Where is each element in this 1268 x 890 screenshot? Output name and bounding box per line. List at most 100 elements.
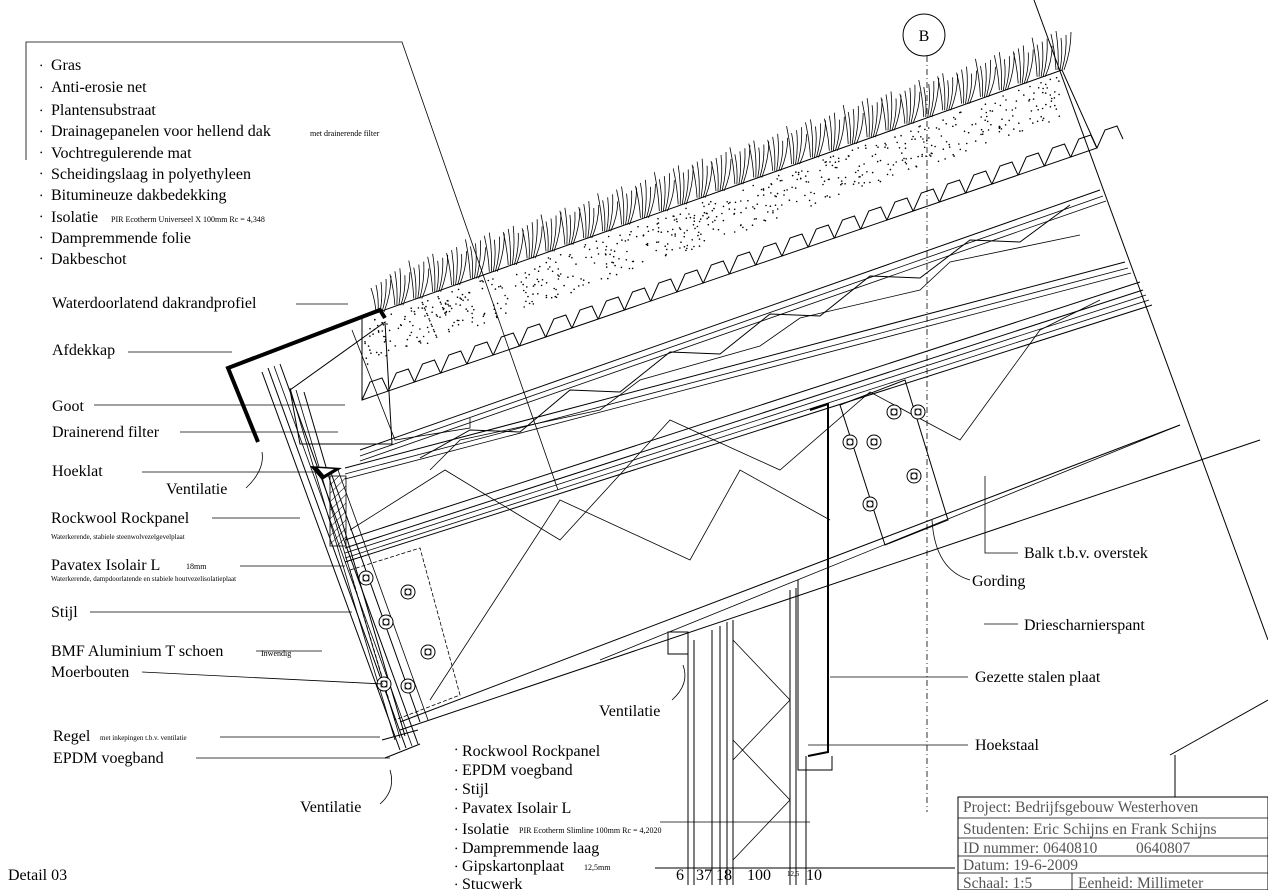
roof-layer-list: • Gras • Anti-erosie net • Plantensubstraat… bbox=[40, 57, 380, 268]
svg-text:Drainagepanelen voor hellend d: Drainagepanelen voor hellend dak bbox=[51, 123, 271, 140]
svg-text:EPDM voegband: EPDM voegband bbox=[462, 762, 573, 779]
svg-text:•: • bbox=[40, 213, 43, 221]
label-epdm: EPDM voegband bbox=[53, 750, 164, 767]
svg-text:Anti-erosie net: Anti-erosie net bbox=[51, 79, 147, 96]
layer-item: •EPDM voegband bbox=[455, 762, 573, 779]
grass-tuft bbox=[1012, 45, 1034, 84]
label-ventilatie-2: Ventilatie bbox=[300, 799, 361, 816]
grass-tuft bbox=[408, 260, 430, 299]
svg-text:PIR Ecotherm Universeel X 100m: PIR Ecotherm Universeel X 100mm Rc = 4,3… bbox=[111, 215, 265, 224]
grass-tuft bbox=[616, 186, 637, 225]
plant-substrate-layer bbox=[361, 69, 1098, 401]
bolt-icon bbox=[866, 434, 882, 450]
bolt-icon bbox=[906, 468, 922, 484]
title-block: Project: Bedrijfsgebouw Westerhoven Stud… bbox=[957, 796, 1268, 890]
svg-text:•: • bbox=[40, 192, 43, 200]
grass-tuft bbox=[672, 165, 694, 205]
svg-text:•: • bbox=[455, 826, 458, 834]
note-regel: met inkepingen t.b.v. ventilatie bbox=[100, 734, 187, 742]
dim-12-5: 12,5 bbox=[787, 870, 800, 878]
label-balk: Balk t.b.v. overstek bbox=[1024, 545, 1148, 562]
title-project: Project: Bedrijfsgebouw Westerhoven bbox=[963, 799, 1198, 816]
label-hoekstaal: Hoekstaal bbox=[975, 737, 1040, 754]
left-labels: Waterdoorlatend dakrandprofiel Afdekkap … bbox=[51, 295, 660, 816]
roof-buildup bbox=[344, 0, 1268, 800]
grass-tuft bbox=[483, 232, 505, 272]
label-afdekkap: Afdekkap bbox=[52, 342, 115, 359]
bolt-icon bbox=[862, 496, 878, 512]
substrate-dots bbox=[364, 76, 1061, 365]
eave-detail bbox=[225, 307, 949, 885]
grass-tuft bbox=[767, 133, 789, 171]
label-ventilatie-1: Ventilatie bbox=[166, 481, 227, 498]
svg-text:Stucwerk: Stucwerk bbox=[462, 876, 522, 890]
svg-text:Plantensubstraat: Plantensubstraat bbox=[51, 102, 156, 119]
svg-text:•: • bbox=[455, 805, 458, 813]
grass-tuft bbox=[710, 151, 732, 192]
lower-wall bbox=[660, 588, 810, 885]
svg-text:PIR Ecotherm Slimline 100mm R: PIR Ecotherm Slimline 100mm Rc = 4,2020 bbox=[519, 826, 662, 835]
layer-item: •Pavatex Isolair L bbox=[455, 800, 571, 817]
svg-text:•: • bbox=[455, 881, 458, 889]
bolt-icon bbox=[842, 434, 858, 450]
grass-tuft bbox=[446, 247, 467, 286]
grid-marker-circle bbox=[902, 13, 946, 57]
svg-text:met drainerende filter: met drainerende filter bbox=[310, 129, 380, 138]
title-id-second: 0640807 bbox=[1136, 840, 1191, 857]
svg-text:•: • bbox=[40, 149, 43, 157]
label-regel: Regel bbox=[53, 728, 91, 745]
svg-text:•: • bbox=[40, 84, 43, 92]
svg-text:•: • bbox=[40, 107, 43, 115]
rafter-pattern bbox=[349, 299, 1101, 541]
grass-tuft bbox=[370, 275, 392, 313]
grass-tuft bbox=[502, 225, 524, 266]
svg-text:•: • bbox=[40, 62, 43, 70]
grid-marker-label: B bbox=[919, 28, 930, 45]
layer-item: •Stijl bbox=[455, 781, 489, 798]
title-students: Studenten: Eric Schijns en Frank Schijns bbox=[963, 821, 1217, 838]
layer-item: • Isolatie PIR Ecotherm Universeel X 100mm… bbox=[40, 209, 265, 226]
svg-text:•: • bbox=[455, 863, 458, 871]
label-gording: Gording bbox=[972, 573, 1025, 590]
note-pavatex: Waterkerende, dampdoorlatende en stabiel… bbox=[51, 575, 236, 583]
label-stijl: Stijl bbox=[51, 604, 78, 621]
svg-text:Isolatie: Isolatie bbox=[51, 209, 98, 226]
afdekkap-profile bbox=[225, 307, 387, 443]
grass-tuft bbox=[786, 126, 807, 165]
grass-tuft bbox=[918, 78, 940, 118]
bolt-icon bbox=[400, 584, 416, 600]
bolt-icon bbox=[886, 404, 902, 420]
grass-tuft bbox=[559, 207, 581, 245]
grass-tuft bbox=[880, 91, 902, 131]
label-dakrandprofiel: Waterdoorlatend dakrandprofiel bbox=[52, 295, 257, 312]
grass-tuft bbox=[540, 212, 562, 252]
label-pavatex: Pavatex Isolair L bbox=[51, 557, 160, 574]
svg-text:•: • bbox=[455, 786, 458, 794]
grass-tuft bbox=[823, 112, 845, 151]
label-moerbouten: Moerbouten bbox=[51, 664, 129, 681]
grass-tuft bbox=[597, 193, 619, 232]
grass-tuft bbox=[805, 119, 826, 158]
svg-text:Bitumineuze dakbedekking: Bitumineuze dakbedekking bbox=[51, 187, 227, 204]
layer-item: • Stucwerk bbox=[455, 876, 522, 890]
grass-tuft bbox=[427, 253, 449, 292]
note-bmf: Inwendig bbox=[261, 649, 291, 658]
layer-item: • Gras bbox=[40, 57, 81, 74]
dim-10: 10 bbox=[806, 867, 822, 884]
dim-18: 18 bbox=[716, 867, 732, 884]
layer-item: • Anti-erosie net bbox=[40, 79, 147, 96]
svg-text:Gras: Gras bbox=[51, 57, 81, 74]
dim-100: 100 bbox=[747, 867, 771, 884]
svg-text:Vochtregulerende mat: Vochtregulerende mat bbox=[51, 145, 192, 162]
grass-tuft bbox=[975, 58, 996, 98]
bolts-left bbox=[358, 570, 436, 694]
label-bmf: BMF Aluminium T schoen bbox=[51, 643, 223, 660]
wall-layer-list: •Rockwool Rockpanel •EPDM voegband •Stij… bbox=[455, 743, 662, 890]
grass-tuft bbox=[691, 158, 713, 198]
title-unit: Eenheid: Millimeter bbox=[1078, 875, 1204, 890]
layer-item: • Plantensubstraat bbox=[40, 102, 156, 119]
grass-tuft bbox=[635, 179, 656, 219]
